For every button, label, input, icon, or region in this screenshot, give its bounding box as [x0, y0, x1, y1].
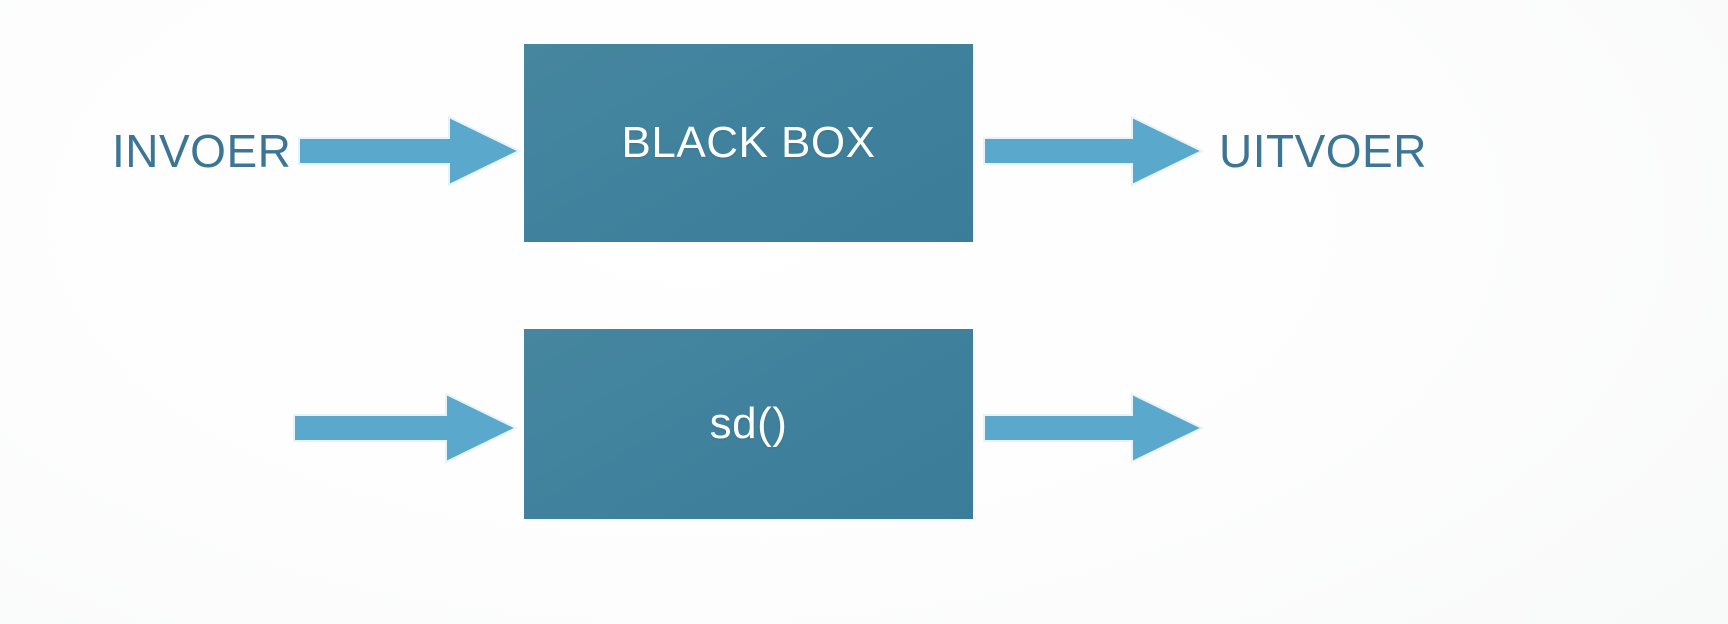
arrow-right-icon-input-2	[293, 392, 519, 464]
process-box-sd: sd()	[524, 329, 973, 519]
arrow-right-icon-input-1	[298, 115, 522, 187]
arrow-right-icon-output-2	[983, 392, 1205, 464]
process-box-label: BLACK BOX	[621, 118, 876, 167]
output-label-uitvoer: UITVOER	[1219, 125, 1427, 177]
process-box-label: sd()	[709, 399, 788, 448]
arrow-right-icon-output-1	[983, 115, 1205, 187]
process-box-black-box: BLACK BOX	[524, 44, 973, 242]
input-label-invoer: INVOER	[112, 125, 292, 177]
